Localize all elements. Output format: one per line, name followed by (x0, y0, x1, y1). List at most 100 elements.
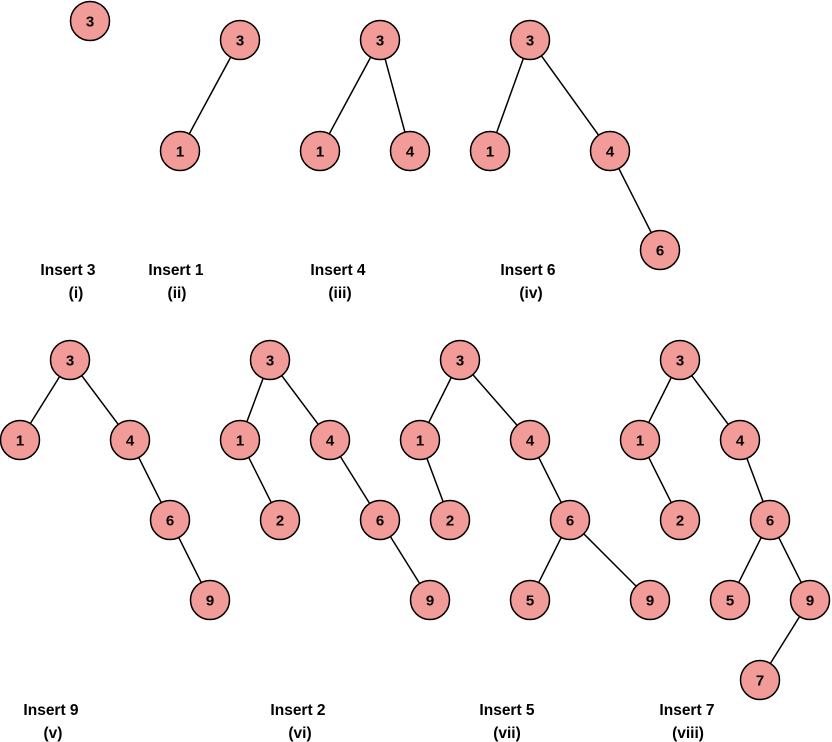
tree-node: 6 (149, 499, 191, 541)
tree-edge (426, 457, 444, 503)
node-circle (109, 419, 151, 461)
tree-node: 1 (159, 130, 201, 172)
node-circle (749, 499, 791, 541)
tree-node: 2 (429, 499, 471, 541)
node-label: 1 (176, 144, 184, 161)
tree-node: 4 (589, 130, 631, 172)
tree-node: 1 (0, 419, 41, 461)
tree-node: 9 (789, 579, 831, 621)
tree-edge (428, 377, 452, 423)
node-circle (259, 499, 301, 541)
tree-edge (618, 168, 652, 233)
node-label: 9 (646, 593, 654, 610)
tree-node: 1 (219, 419, 261, 461)
node-circle (739, 659, 781, 701)
node-circle (359, 19, 401, 61)
step-number: (ii) (168, 285, 187, 302)
node-circle (409, 579, 451, 621)
node-label: 2 (276, 513, 284, 530)
tree-node: 5 (709, 579, 751, 621)
tree-edge (540, 55, 600, 136)
node-circle (159, 130, 201, 172)
tree-edge (495, 58, 525, 133)
tree-node: 6 (639, 229, 681, 271)
node-circle (629, 579, 671, 621)
tree-node: 3 (439, 339, 481, 381)
tree-node: 6 (549, 499, 591, 541)
node-label: 3 (526, 33, 534, 50)
step-caption: Insert 5 (479, 702, 535, 719)
tree-edge (188, 56, 232, 135)
node-circle (439, 339, 481, 381)
tree-node: 3 (249, 339, 291, 381)
step-number: (vi) (288, 725, 311, 742)
tree-edge (81, 375, 119, 425)
tree-edge (178, 537, 202, 583)
node-label: 4 (526, 433, 535, 450)
tree-edge (538, 537, 562, 583)
node-label: 1 (416, 433, 424, 450)
step-caption: Insert 1 (148, 262, 204, 279)
node-circle (219, 19, 261, 61)
captions-layer: Insert 3(i)Insert 1(ii)Insert 4(iii)Inse… (23, 262, 714, 742)
tree-node: 6 (359, 499, 401, 541)
tree-edge (246, 377, 264, 423)
tree-edge (738, 537, 762, 583)
node-circle (509, 419, 551, 461)
step-caption: Insert 4 (310, 262, 366, 279)
tree-edge (538, 457, 562, 503)
tree-node: 4 (109, 419, 151, 461)
node-label: 6 (566, 513, 574, 530)
tree-node: 2 (659, 499, 701, 541)
tree-edge (472, 374, 518, 426)
node-label: 1 (486, 144, 494, 161)
tree-edge (691, 375, 729, 425)
tree-node: 9 (409, 579, 451, 621)
step-number: (vii) (493, 725, 521, 742)
node-circle (509, 19, 551, 61)
node-label: 3 (376, 33, 384, 50)
tree-node: 1 (619, 419, 661, 461)
step-number: (v) (44, 725, 63, 742)
node-circle (719, 419, 761, 461)
node-label: 6 (166, 513, 174, 530)
node-circle (299, 130, 341, 172)
node-circle (69, 0, 111, 42)
step-number: (viii) (672, 725, 704, 742)
tree-node: 7 (739, 659, 781, 701)
node-circle (709, 579, 751, 621)
tree-node: 9 (189, 579, 231, 621)
tree-node: 3 (509, 19, 551, 61)
node-circle (249, 339, 291, 381)
tree-edge (281, 375, 319, 425)
node-circle (639, 229, 681, 271)
node-circle (549, 499, 591, 541)
tree-node: 4 (719, 419, 761, 461)
node-circle (589, 130, 631, 172)
node-label: 9 (206, 593, 214, 610)
tree-edge (746, 457, 764, 503)
node-circle (189, 579, 231, 621)
node-label: 1 (236, 433, 244, 450)
tree-node: 6 (749, 499, 791, 541)
node-label: 9 (426, 593, 434, 610)
tree-node: 5 (509, 579, 551, 621)
node-label: 2 (446, 513, 454, 530)
step-number: (i) (69, 285, 84, 302)
node-circle (359, 499, 401, 541)
node-label: 4 (126, 433, 135, 450)
tree-edge (769, 616, 801, 664)
tree-edge (29, 376, 61, 424)
node-circle (659, 339, 701, 381)
node-circle (509, 579, 551, 621)
node-label: 4 (606, 144, 615, 161)
step-caption: Insert 7 (659, 702, 714, 719)
tree-node: 4 (509, 419, 551, 461)
tree-node: 3 (49, 339, 91, 381)
node-label: 3 (86, 14, 94, 31)
tree-edge (648, 457, 672, 503)
node-label: 9 (806, 593, 814, 610)
node-label: 7 (756, 673, 764, 690)
tree-edge (389, 536, 421, 584)
